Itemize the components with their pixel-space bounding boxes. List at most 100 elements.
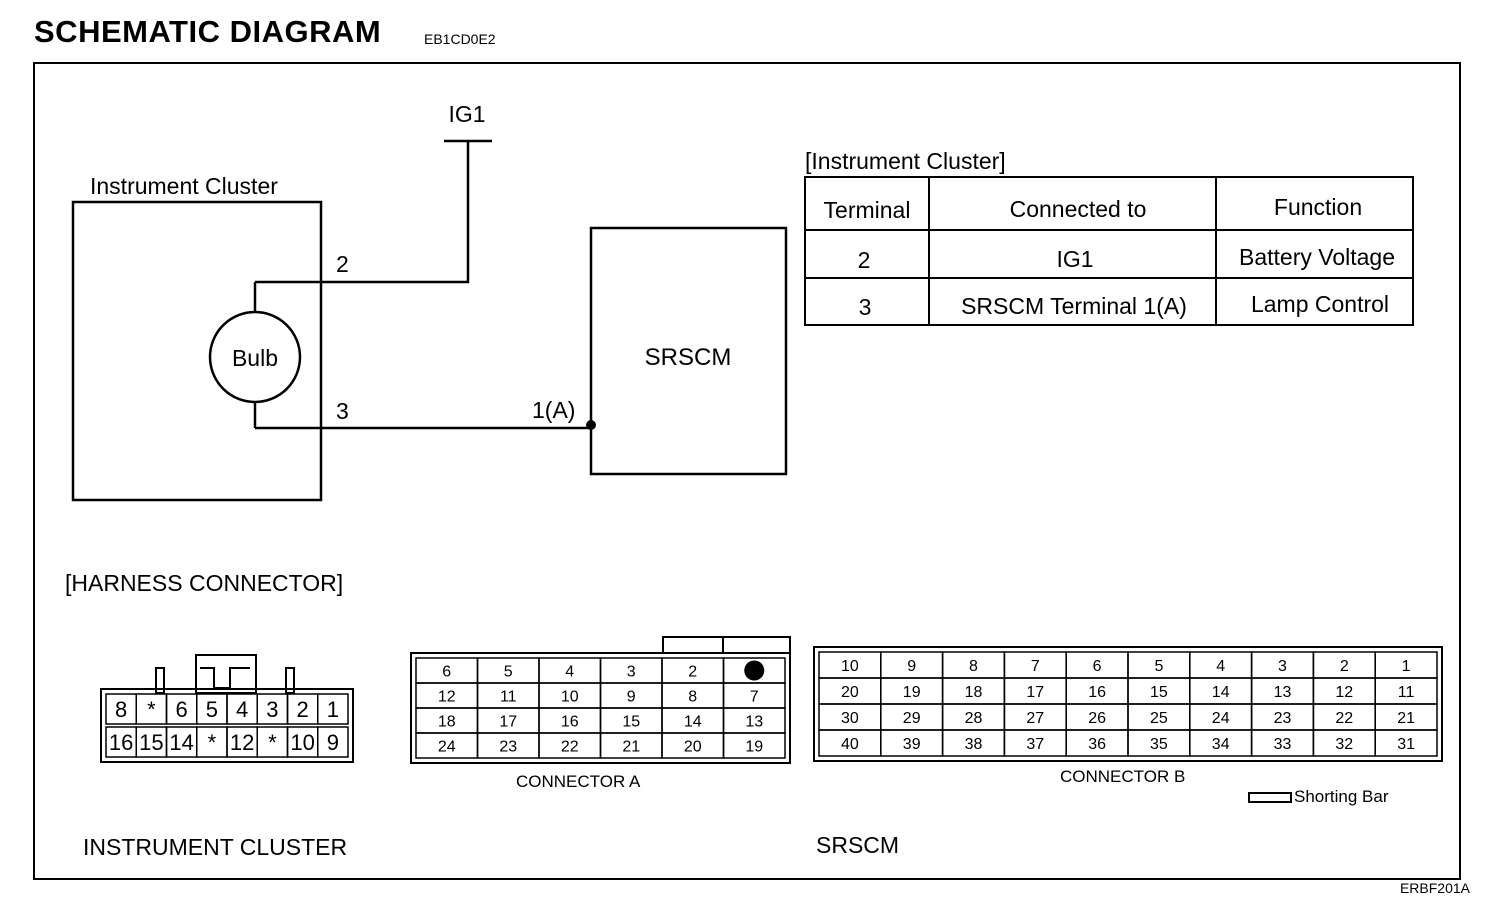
pin-number: 3 xyxy=(627,663,636,680)
diagram-frame xyxy=(33,62,1461,880)
pin-cell xyxy=(722,732,786,759)
srscm-label: SRSCM xyxy=(645,344,732,371)
pin-marker-dot xyxy=(744,660,765,681)
pin-number: 1 xyxy=(327,697,339,722)
pin-number: 16 xyxy=(109,730,133,755)
cluster-caption: INSTRUMENT CLUSTER xyxy=(83,834,348,860)
pin-number: 39 xyxy=(903,736,921,753)
pin-number: * xyxy=(208,730,217,755)
terminal-2-label: 2 xyxy=(336,251,349,277)
document-code: EB1CD0E2 xyxy=(424,31,496,47)
pin-number: 13 xyxy=(1274,684,1292,701)
pin-number: 23 xyxy=(499,738,517,755)
pin-number: 10 xyxy=(290,730,314,755)
pin-number: 2 xyxy=(297,697,309,722)
pin-number: 12 xyxy=(230,730,254,755)
pin-number: * xyxy=(268,730,277,755)
pin-number: 14 xyxy=(169,730,193,755)
pin-number: 16 xyxy=(561,713,579,730)
pin-number: 30 xyxy=(841,710,859,727)
harness-title: [HARNESS CONNECTOR] xyxy=(65,570,344,596)
cluster-connector-outline xyxy=(100,688,354,763)
pin-number: 4 xyxy=(565,663,574,680)
table-cell: SRSCM Terminal 1(A) xyxy=(961,293,1187,319)
col-header-function: Function xyxy=(1274,194,1362,220)
pin-number: * xyxy=(147,697,156,722)
table-cell: 2 xyxy=(858,247,871,273)
pin-number: 36 xyxy=(1088,736,1106,753)
pin-number: 7 xyxy=(1031,658,1040,675)
pin-number: 3 xyxy=(1278,658,1287,675)
pin-number: 17 xyxy=(1026,684,1044,701)
pin-number: 11 xyxy=(500,688,517,705)
pin-number: 33 xyxy=(1274,736,1292,753)
pin-number: 35 xyxy=(1150,736,1168,753)
srscm-pin-dot xyxy=(586,420,596,430)
pin-number: 19 xyxy=(903,684,921,701)
srscm-pin-label: 1(A) xyxy=(532,397,575,423)
pin-number: 5 xyxy=(1154,658,1163,675)
terminal-3-label: 3 xyxy=(336,398,349,424)
pin-number: 17 xyxy=(499,713,517,730)
figure-code: ERBF201A xyxy=(1399,880,1470,896)
pin-number: 34 xyxy=(1212,736,1230,753)
pin-number: 2 xyxy=(688,663,697,680)
pin-number: 15 xyxy=(1150,684,1168,701)
pin-number: 6 xyxy=(176,697,188,722)
pin-number: 9 xyxy=(907,658,916,675)
cluster-box xyxy=(71,200,323,502)
pin-number: 7 xyxy=(750,688,759,705)
table-cell: 3 xyxy=(859,294,872,320)
ig1-label: IG1 xyxy=(448,101,485,127)
pin-number: 1 xyxy=(1402,658,1411,675)
pin-number: 8 xyxy=(688,688,697,705)
pin-number: 22 xyxy=(561,738,579,755)
pin-number: 31 xyxy=(1397,736,1415,753)
pin-number: 29 xyxy=(903,710,921,727)
srscm-box xyxy=(589,226,788,476)
pin-number: 23 xyxy=(1274,710,1292,727)
pin-number: 8 xyxy=(969,658,978,675)
pin-number: 13 xyxy=(745,713,763,730)
pin-number: 24 xyxy=(438,738,456,755)
pin-number: 20 xyxy=(841,684,859,701)
pin-number: 9 xyxy=(627,688,636,705)
cluster-label: Instrument Cluster xyxy=(90,173,278,199)
pin-number: 21 xyxy=(622,738,640,755)
pin-cell xyxy=(1374,729,1438,757)
col-header-connected: Connected to xyxy=(1010,196,1147,222)
table-cell: Battery Voltage xyxy=(1239,244,1395,270)
pin-number: 27 xyxy=(1026,710,1044,727)
page-title: SCHEMATIC DIAGRAM xyxy=(34,14,382,49)
pin-number: 15 xyxy=(139,730,163,755)
pin-number: 10 xyxy=(561,688,579,705)
pin-number: 5 xyxy=(206,697,218,722)
pin-number: 18 xyxy=(965,684,983,701)
pin-cell xyxy=(317,693,349,725)
pin-number: 40 xyxy=(841,736,859,753)
pin-number: 14 xyxy=(1212,684,1230,701)
pin-number: 10 xyxy=(841,658,859,675)
pin-number: 25 xyxy=(1150,710,1168,727)
pin-number: 12 xyxy=(1335,684,1353,701)
pin-number: 3 xyxy=(266,697,278,722)
pin-number: 9 xyxy=(327,730,339,755)
pin-number: 32 xyxy=(1335,736,1353,753)
pin-number: 4 xyxy=(1216,658,1225,675)
connector-b-outline xyxy=(813,646,1443,762)
pin-number: 5 xyxy=(504,663,513,680)
pin-number: 26 xyxy=(1088,710,1106,727)
col-header-terminal: Terminal xyxy=(824,197,911,223)
table-cell: IG1 xyxy=(1056,246,1093,272)
pin-number: 18 xyxy=(438,713,456,730)
connector-b-label: CONNECTOR B xyxy=(1060,767,1186,786)
pin-number: 8 xyxy=(115,697,127,722)
srscm-caption: SRSCM xyxy=(816,832,900,858)
pin-number: 24 xyxy=(1212,710,1230,727)
pin-number: 19 xyxy=(745,738,763,755)
